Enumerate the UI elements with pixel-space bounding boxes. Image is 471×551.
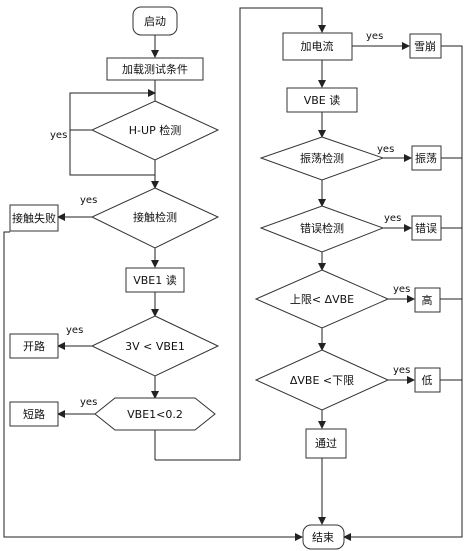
svg-text:错误检测: 错误检测 (300, 221, 344, 235)
edge-hup-loop (69, 89, 156, 131)
edge-loopback-to-merge (69, 130, 155, 176)
node-avalanche: 雪崩 (409, 33, 442, 59)
node-low: 低 (414, 367, 441, 393)
edge-fail-to-end (3, 231, 303, 541)
yes-label-upper: yes (393, 284, 410, 295)
node-load-conditions: 加载测试条件 (106, 57, 204, 81)
node-lower-limit: ΔVBE <下限 (254, 349, 390, 411)
node-oscillation-check: 振荡检测 (259, 136, 385, 181)
yes-label-current: yes (366, 31, 383, 42)
node-high: 高 (414, 287, 441, 313)
node-error-check: 错误检测 (259, 205, 385, 253)
yes-label-lt02: yes (80, 397, 97, 408)
yes-label-error: yes (384, 213, 401, 224)
yes-label-osc: yes (377, 144, 394, 155)
node-vbe-read: VBE 读 (286, 87, 358, 113)
svg-text:ΔVBE <下限: ΔVBE <下限 (290, 374, 354, 387)
yes-label-contact: yes (80, 195, 97, 206)
edge-to-right-column (155, 7, 326, 461)
node-add-current: 加电流 (282, 32, 353, 61)
svg-text:VBE1<0.2: VBE1<0.2 (127, 408, 183, 421)
svg-text:高: 高 (422, 293, 433, 307)
node-end: 结束 (302, 524, 345, 550)
yes-label-hup: yes (50, 130, 67, 141)
node-short-circuit: 短路 (9, 401, 59, 427)
svg-text:错误: 错误 (415, 221, 437, 235)
node-start: 启动 (132, 6, 178, 36)
node-pass: 通过 (305, 428, 347, 459)
svg-text:开路: 开路 (23, 340, 45, 353)
svg-text:加载测试条件: 加载测试条件 (122, 62, 188, 76)
svg-text:VBE 读: VBE 读 (304, 93, 341, 107)
node-vbe1-read: VBE1 读 (125, 267, 185, 293)
node-error: 错误 (411, 215, 442, 241)
node-contact-fail: 接触失败 (9, 204, 59, 232)
svg-text:雪崩: 雪崩 (414, 39, 436, 53)
node-contact-check: 接触检测 (90, 187, 220, 249)
svg-text:低: 低 (422, 374, 433, 387)
svg-text:上限< ΔVBE: 上限< ΔVBE (290, 293, 354, 306)
node-hup-check: H-UP 检测 (90, 100, 220, 161)
svg-text:H-UP 检测: H-UP 检测 (129, 123, 181, 137)
svg-text:短路: 短路 (23, 407, 45, 421)
yes-label-gt3: yes (66, 325, 83, 336)
svg-text:接触检测: 接触检测 (133, 210, 177, 224)
svg-text:振荡: 振荡 (415, 151, 437, 165)
svg-text:通过: 通过 (315, 437, 337, 450)
svg-text:振荡检测: 振荡检测 (300, 151, 344, 165)
node-vbe1-lt02: VBE1<0.2 (94, 397, 216, 431)
svg-text:VBE1 读: VBE1 读 (133, 273, 177, 287)
yes-label-lower: yes (393, 365, 410, 376)
svg-text:加电流: 加电流 (301, 39, 334, 53)
svg-text:接触失败: 接触失败 (12, 211, 56, 225)
node-oscillation: 振荡 (411, 145, 442, 171)
node-vbe1-gt3: 3V < VBE1 (90, 315, 220, 377)
node-open-circuit: 开路 (9, 333, 59, 359)
edge-right-results-to-end (343, 45, 463, 541)
svg-text:启动: 启动 (144, 15, 166, 28)
svg-text:3V < VBE1: 3V < VBE1 (125, 340, 185, 353)
node-upper-limit: 上限< ΔVBE (254, 269, 390, 329)
svg-text:结束: 结束 (312, 531, 334, 544)
